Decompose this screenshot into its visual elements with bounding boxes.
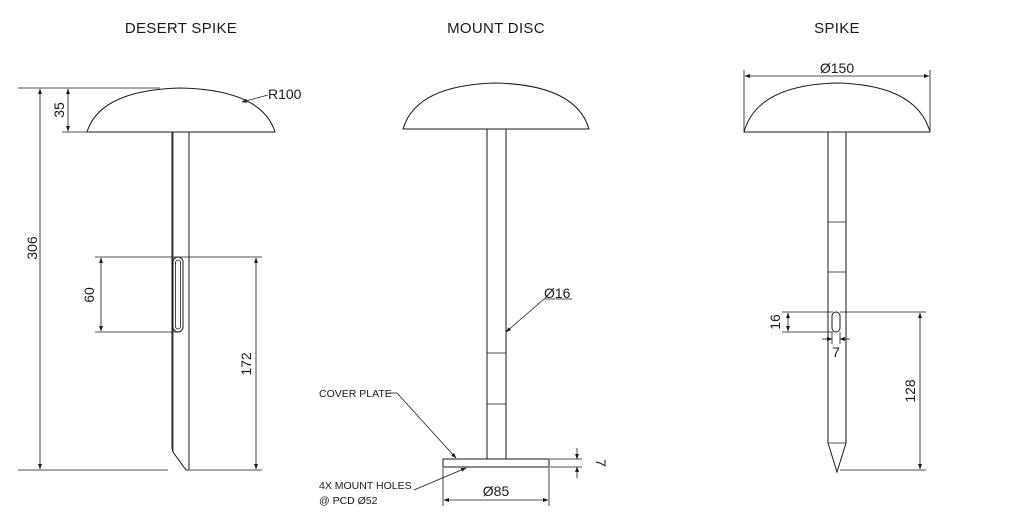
spike-view: Ø150 16 7 128	[743, 60, 931, 474]
stem-diameter-dim: Ø16	[544, 285, 571, 301]
cover-plate	[442, 458, 550, 468]
mount-disc-dome	[402, 82, 590, 130]
cover-plate-label: COVER PLATE	[319, 388, 392, 400]
spike-slot-width-dim: 7	[832, 344, 840, 360]
dome-height-dim: 35	[51, 102, 67, 118]
slot-length-dim: 60	[81, 287, 97, 303]
mount-holes-label-line1: 4X MOUNT HOLES	[319, 480, 412, 492]
dome-radius-dim: R100	[268, 86, 302, 102]
plate-diameter-dim: Ø85	[483, 483, 510, 499]
mount-disc-stem	[486, 128, 507, 460]
slot-height-dim: 172	[238, 352, 254, 376]
spike-slot-length-dim: 16	[767, 314, 783, 330]
mount-disc-title: MOUNT DISC	[447, 20, 545, 37]
dome-diameter-dim: Ø150	[820, 60, 854, 76]
spike-slot-height-dim: 128	[902, 379, 918, 403]
desert-spike-view: 306 35 R100 60 172	[18, 86, 302, 471]
mount-disc-view: Ø16 7 Ø85 COVER PLATE 4X MOUNT HOLES @ P…	[319, 82, 609, 507]
desert-spike-dome	[86, 87, 276, 133]
spike-slot	[831, 311, 841, 333]
overall-height-dim: 306	[24, 236, 40, 260]
desert-spike-title: DESERT SPIKE	[125, 20, 237, 37]
spike-title: SPIKE	[814, 20, 860, 37]
mount-holes-label-line2: @ PCD Ø52	[319, 495, 378, 507]
spike-stem	[827, 131, 847, 474]
plate-thickness-dim: 7	[593, 459, 609, 467]
spike-dome	[743, 82, 931, 133]
desert-spike-slot	[172, 256, 184, 333]
